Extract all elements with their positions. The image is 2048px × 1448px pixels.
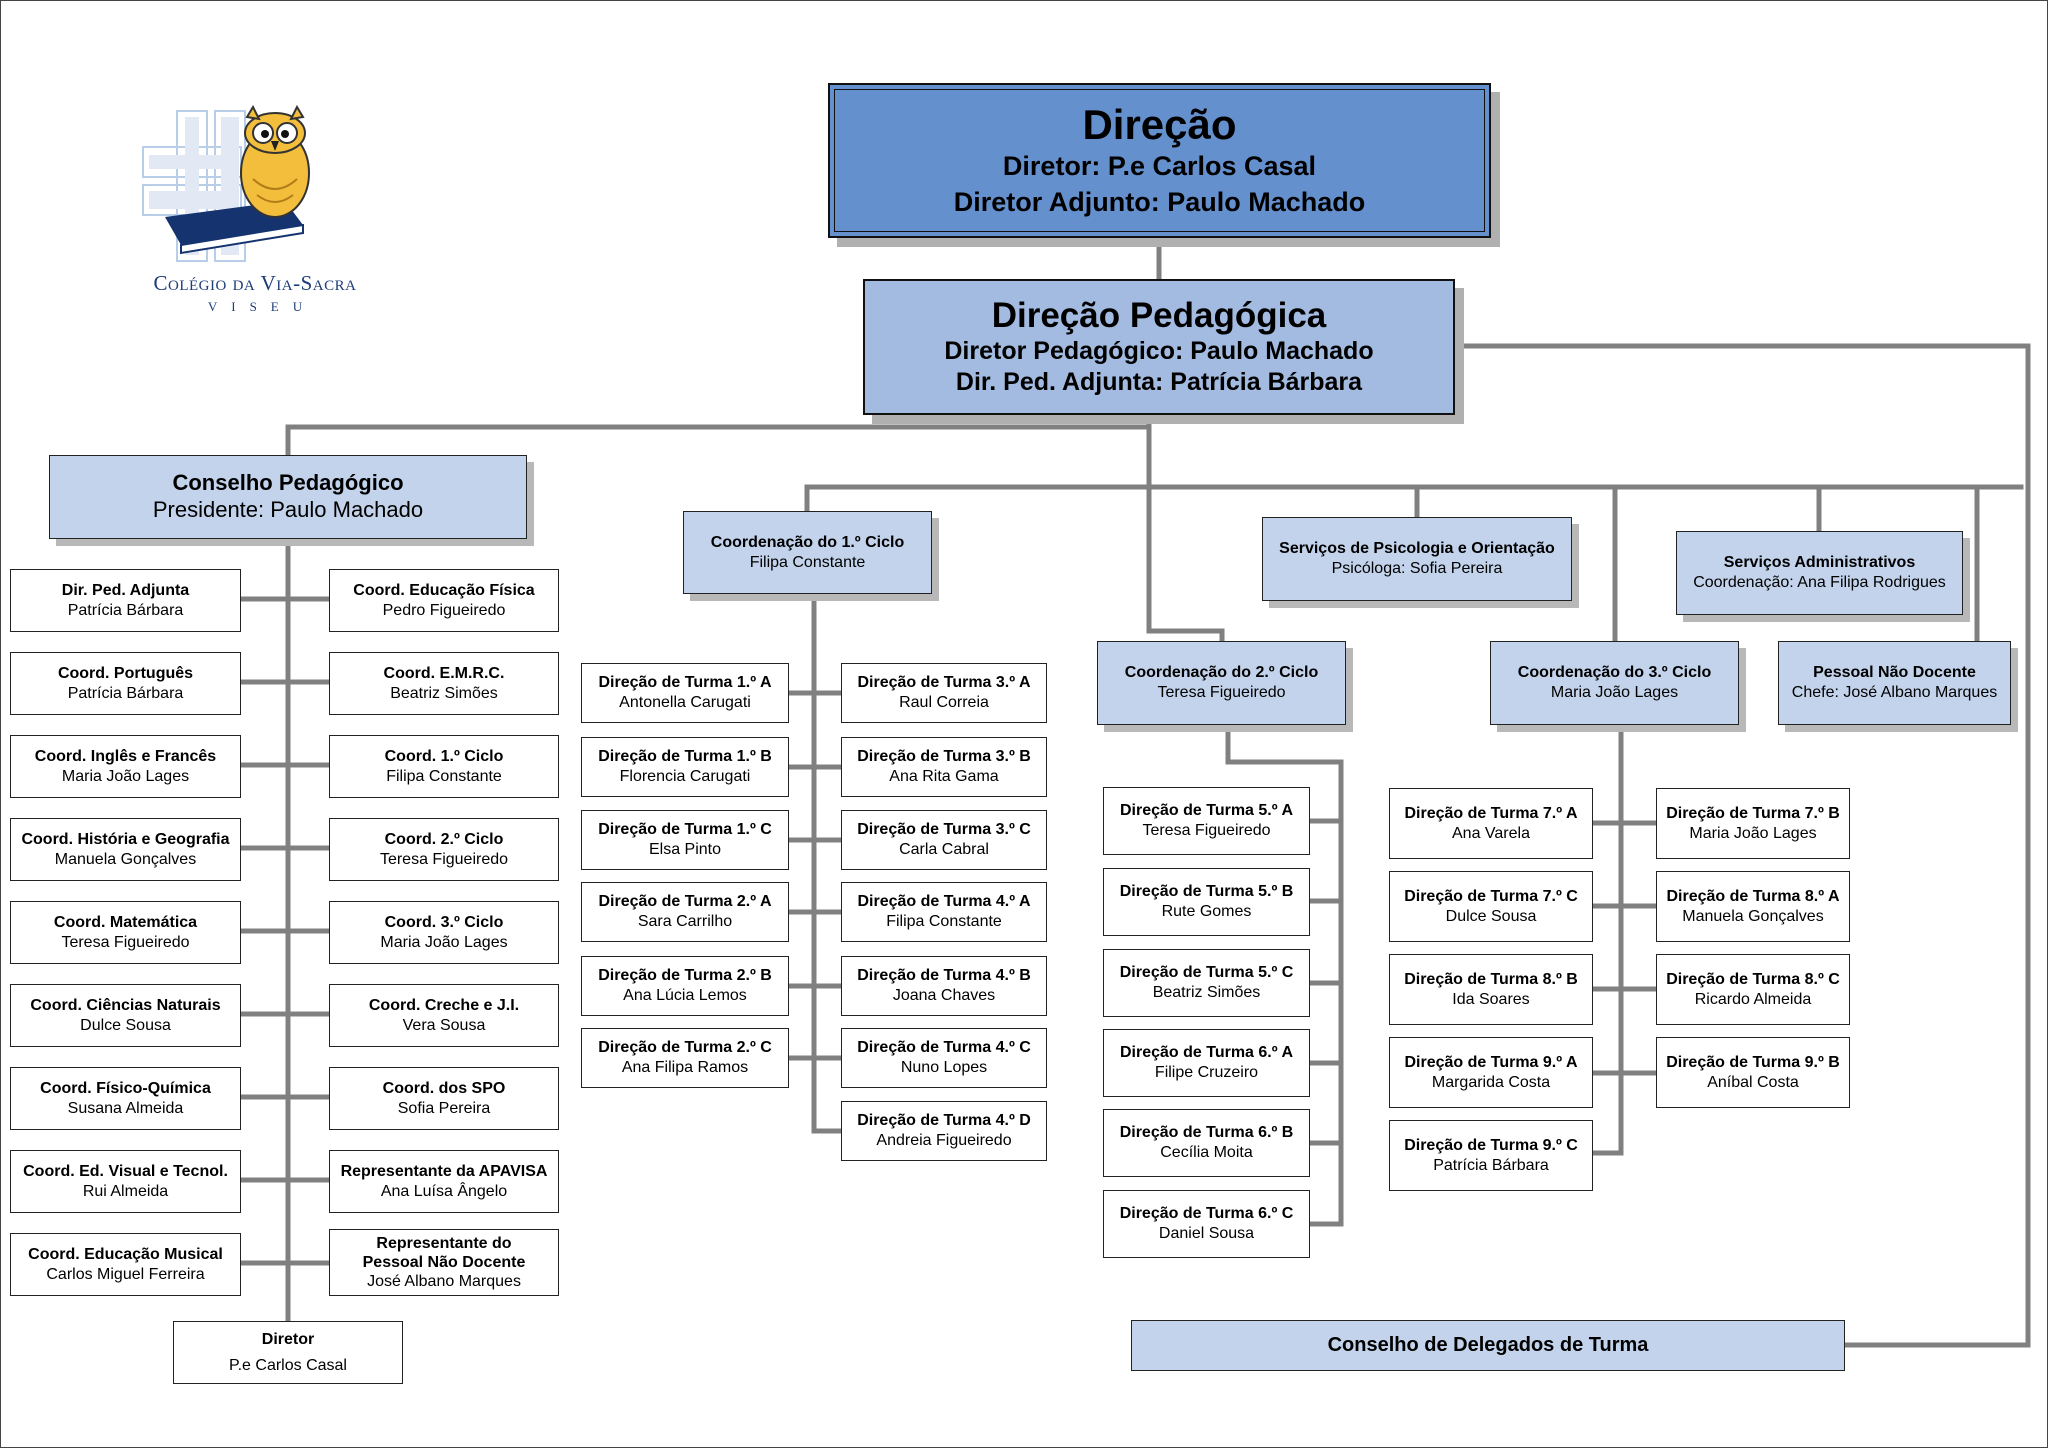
- conselho-member-box: Coord. Ed. Visual e Tecnol.Rui Almeida: [10, 1150, 241, 1213]
- direcao-title: Direção: [1082, 100, 1237, 148]
- diretora-pedagogica-adjunta: Dir. Ped. Adjunta: Patrícia Bárbara: [955, 368, 1363, 397]
- direcao-diretor: Diretor: P.e Carlos Casal: [1002, 151, 1317, 182]
- conselho-delegados-title: Conselho de Delegados de Turma: [1327, 1334, 1649, 1357]
- direcao-diretor-adjunto: Diretor Adjunto: Paulo Machado: [953, 186, 1366, 217]
- conselho-delegados-box: Conselho de Delegados de Turma: [1131, 1320, 1845, 1371]
- logo-city: VISEU: [207, 299, 317, 314]
- conselho-pedagogico-president: Presidente: Paulo Machado: [152, 497, 424, 522]
- conselho-pedagogico-box: Conselho Pedagógico Presidente: Paulo Ma…: [49, 455, 527, 539]
- owl-cross-book-icon: [142, 104, 310, 262]
- logo-name: Colégio da Via-Sacra: [153, 271, 357, 295]
- conselho-pedagogico-title: Conselho Pedagógico: [172, 470, 404, 496]
- conselho-member-box: Coord. Creche e J.I.Vera Sousa: [329, 984, 559, 1047]
- diretor-pedagogico: Diretor Pedagógico: Paulo Machado: [944, 336, 1374, 365]
- school-logo: Colégio da Via-Sacra VISEU: [135, 104, 375, 315]
- direcao-pedagogica-box: Direção Pedagógica Diretor Pedagógico: P…: [863, 279, 1455, 415]
- conselho-member-box: Coord. E.M.R.C.Beatriz Simões: [329, 652, 559, 715]
- direcao-box: Direção Diretor: P.e Carlos Casal Direto…: [828, 83, 1491, 238]
- direcao-pedagogica-title: Direção Pedagógica: [991, 295, 1327, 335]
